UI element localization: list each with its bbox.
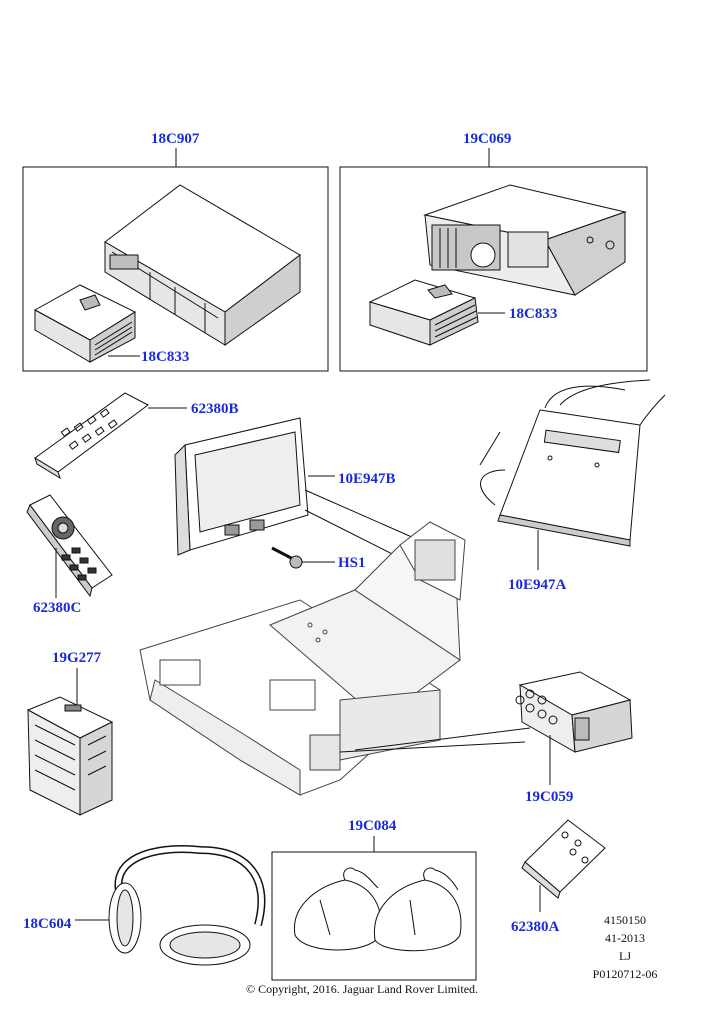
seat-console-assembly bbox=[139, 521, 531, 796]
label-62380B[interactable]: 62380B bbox=[191, 401, 239, 417]
screen-10E947B[interactable] bbox=[174, 417, 431, 569]
label-19C059[interactable]: 19C059 bbox=[525, 789, 574, 805]
label-18C907[interactable]: 18C907 bbox=[151, 131, 200, 147]
screw-HS1[interactable] bbox=[271, 546, 335, 569]
label-18C833-left[interactable]: 18C833 bbox=[141, 349, 190, 365]
box-18C907 bbox=[22, 148, 329, 372]
meta-line-4: P0120712-06 bbox=[592, 967, 658, 981]
headphones-18C604[interactable] bbox=[75, 845, 266, 966]
label-HS1[interactable]: HS1 bbox=[338, 555, 366, 571]
label-62380C[interactable]: 62380C bbox=[33, 600, 82, 616]
magazine-18C833-right[interactable] bbox=[368, 279, 505, 346]
module-19C059[interactable] bbox=[515, 671, 633, 785]
box-19C069 bbox=[339, 148, 648, 372]
remote-62380B[interactable] bbox=[34, 392, 187, 480]
bags-19C084[interactable] bbox=[294, 867, 462, 952]
cd-changer-18C907[interactable] bbox=[104, 184, 301, 346]
monitor-10E947A[interactable] bbox=[479, 379, 666, 570]
label-62380A[interactable]: 62380A bbox=[511, 919, 560, 935]
remote-62380A[interactable] bbox=[521, 819, 606, 912]
label-10E947A[interactable]: 10E947A bbox=[508, 577, 567, 593]
remote-62380C[interactable] bbox=[26, 494, 113, 598]
cd-changer-19C069[interactable] bbox=[423, 184, 627, 296]
label-18C833-right[interactable]: 18C833 bbox=[509, 306, 558, 322]
meta-line-2: 41-2013 bbox=[605, 931, 645, 945]
copyright-notice: © Copyright, 2016. Jaguar Land Rover Lim… bbox=[245, 982, 479, 996]
meta-line-3: LJ bbox=[619, 949, 631, 963]
amplifier-19G277[interactable] bbox=[26, 668, 114, 816]
label-18C604[interactable]: 18C604 bbox=[23, 916, 72, 932]
label-19C084[interactable]: 19C084 bbox=[348, 818, 397, 834]
meta-line-1: 4150150 bbox=[604, 913, 646, 927]
magazine-18C833-left[interactable] bbox=[33, 284, 140, 363]
label-19C069[interactable]: 19C069 bbox=[463, 131, 512, 147]
label-19G277[interactable]: 19G277 bbox=[52, 650, 102, 666]
box-19C084 bbox=[271, 836, 477, 981]
label-10E947B[interactable]: 10E947B bbox=[338, 471, 396, 487]
